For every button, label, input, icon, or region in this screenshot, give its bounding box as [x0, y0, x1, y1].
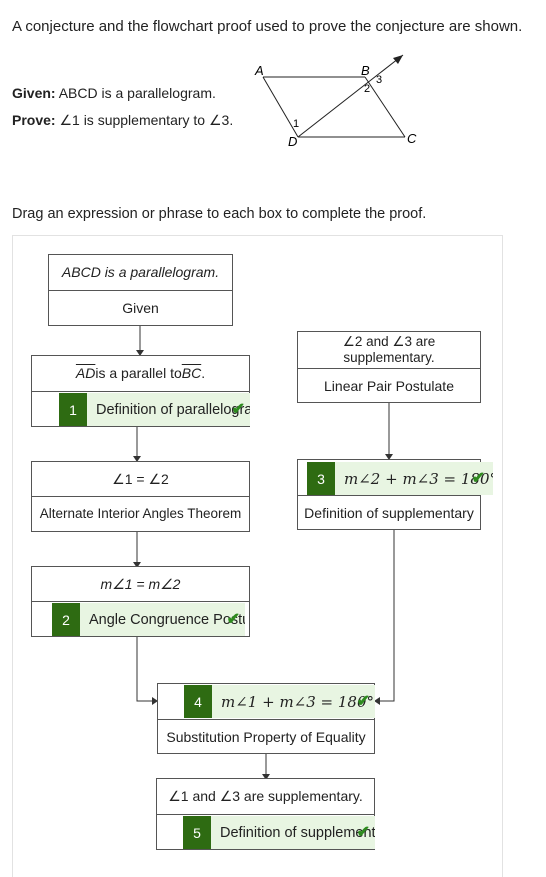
check-icon: ✔ — [356, 692, 370, 710]
answer-number-1: 1 — [59, 393, 87, 426]
angle-3-label: 3 — [376, 74, 382, 86]
segment-bc: BC — [181, 365, 202, 382]
step-substitution-reason: Substitution Property of Equality — [158, 719, 374, 754]
prove-line: Prove: ∠1 is supplementary to ∠3. — [12, 112, 233, 129]
prove-label: Prove: — [12, 112, 56, 128]
label-a: A — [254, 63, 264, 78]
statement-period: . — [201, 365, 206, 382]
answer-slot-4[interactable]: 4 m∠1 + m∠3 = 180° ✔ — [184, 685, 375, 718]
answer-number-5: 5 — [183, 816, 211, 849]
answer-number-3: 3 — [307, 462, 335, 495]
step-alt-reason: Alternate Interior Angles Theorem — [39, 506, 242, 522]
label-c: C — [407, 131, 417, 146]
check-icon: ✔ — [226, 610, 240, 628]
step-alt-interior: ∠1 = ∠2 Alternate Interior Angles Theore… — [31, 461, 250, 532]
step-linear-pair: ∠2 and ∠3 are supplementary. Linear Pair… — [297, 331, 481, 403]
check-icon: ✔ — [356, 823, 370, 841]
step-measure-statement: m∠1 = m∠2 — [32, 567, 249, 602]
answer-slot-5[interactable]: 5 Definition of supplementary ✔ — [183, 816, 375, 849]
prove-text: ∠1 is supplementary to ∠3. — [55, 112, 234, 128]
problem-intro: A conjecture and the flowchart proof use… — [12, 18, 523, 35]
answer-text-3: m∠2 + m∠3 = 180° — [344, 469, 493, 488]
answer-slot-2[interactable]: 2 Angle Congruence Postulate ✔ — [52, 603, 245, 636]
step-parallel-sides: AD is a parallel to BC. 1 Definition of … — [31, 355, 250, 427]
answer-text-5: Definition of supplementary — [220, 824, 375, 841]
check-icon: ✔ — [471, 469, 485, 487]
answer-text-4: m∠1 + m∠3 = 180° — [221, 692, 375, 711]
step-measure-equal: m∠1 = m∠2 2 Angle Congruence Postulate ✔ — [31, 566, 250, 637]
given-line: Given: ABCD is a parallelogram. — [12, 85, 216, 101]
check-icon: ✔ — [231, 400, 245, 418]
step-conclusion-statement: ∠1 and ∠3 are supplementary. — [157, 779, 374, 815]
step-given-reason: Given — [122, 300, 159, 317]
step-linear-statement: ∠2 and ∠3 are supplementary. — [298, 332, 480, 369]
step-parallel-statement: AD is a parallel to BC. — [32, 356, 249, 392]
drag-instructions: Drag an expression or phrase to each box… — [12, 206, 427, 222]
parallel-phrase: is a parallel to — [95, 365, 182, 382]
step-given-statement: ABCD is a parallelogram. — [49, 255, 232, 291]
answer-slot-3[interactable]: 3 m∠2 + m∠3 = 180° ✔ — [307, 462, 493, 495]
answer-number-2: 2 — [52, 603, 80, 636]
parallelogram-figure: A B C D 1 2 3 — [254, 54, 417, 149]
angle-1-label: 1 — [293, 118, 299, 130]
step-conclusion: ∠1 and ∠3 are supplementary. 5 Definitio… — [156, 778, 375, 850]
step-given: ABCD is a parallelogram. Given — [48, 254, 233, 326]
step-alt-statement: ∠1 = ∠2 — [32, 462, 249, 497]
label-b: B — [361, 63, 370, 78]
given-label: Given: — [12, 85, 56, 101]
step-linear-reason: Linear Pair Postulate — [324, 377, 454, 394]
segment-ad: AD — [75, 365, 96, 382]
label-d: D — [288, 134, 297, 149]
answer-text-1: Definition of parallelogram — [96, 401, 250, 418]
answer-number-4: 4 — [184, 685, 212, 718]
step-supplementary-def: 3 m∠2 + m∠3 = 180° ✔ Definition of suppl… — [297, 459, 493, 530]
step-supplementary-reason: Definition of supplementary — [298, 495, 480, 530]
answer-text-2: Angle Congruence Postulate — [89, 611, 245, 628]
answer-slot-1[interactable]: 1 Definition of parallelogram ✔ — [59, 393, 250, 426]
angle-2-label: 2 — [364, 83, 370, 95]
given-text: ABCD is a parallelogram. — [55, 85, 216, 101]
step-substitution: 4 m∠1 + m∠3 = 180° ✔ Substitution Proper… — [157, 683, 375, 754]
